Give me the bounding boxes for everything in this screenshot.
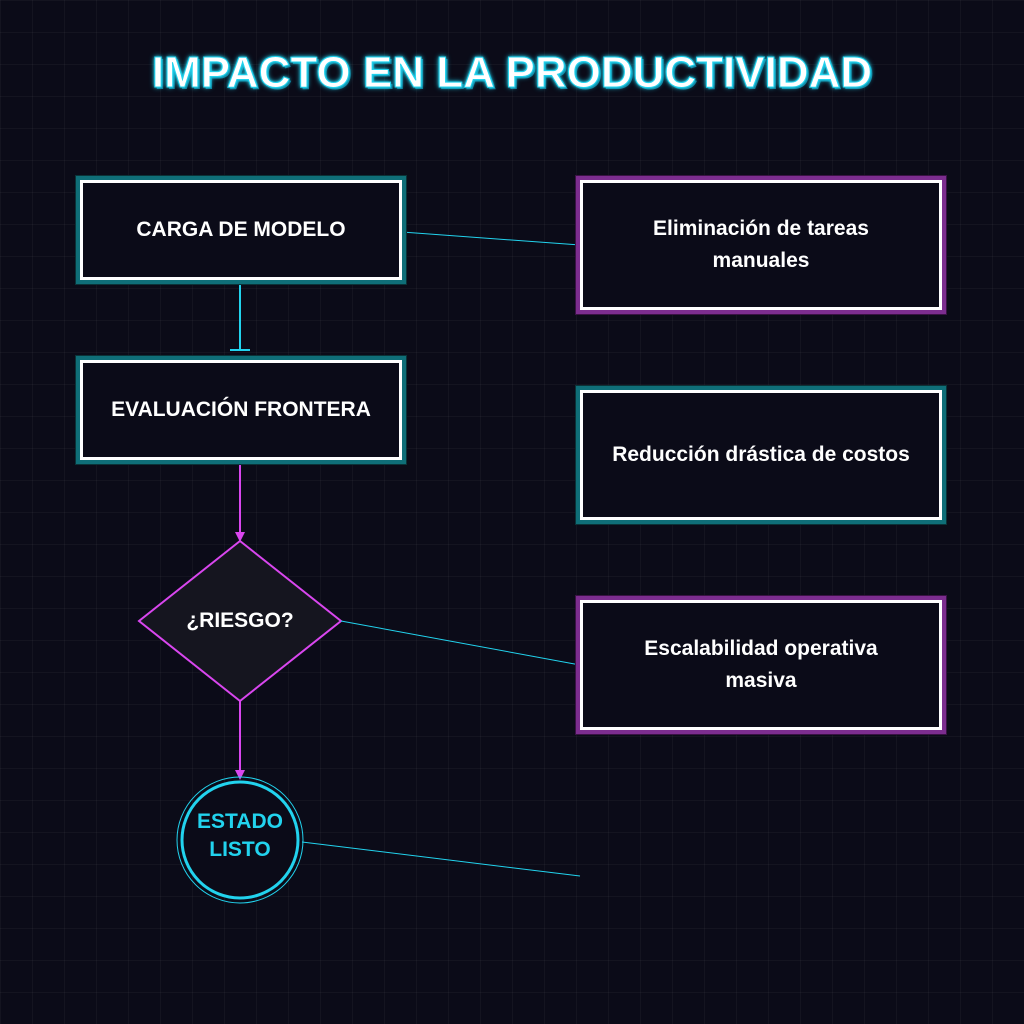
impact-manual-tasks: Eliminación de tareas manuales bbox=[580, 180, 942, 310]
impact-scalability-label: Escalabilidad operativa masiva bbox=[644, 637, 878, 692]
ready-state-outer-ring bbox=[176, 776, 304, 904]
risk-decision-label: ¿RIESGO? bbox=[186, 609, 294, 632]
diagram-title: IMPACTO EN LA PRODUCTIVIDAD bbox=[151, 48, 873, 98]
link-ready-to-right bbox=[301, 841, 581, 877]
step-evaluate-frontier-label: EVALUACIÓN FRONTERA bbox=[111, 398, 371, 421]
impact-scalability: Escalabilidad operativa masiva bbox=[580, 600, 942, 730]
ready-state-circle bbox=[180, 780, 300, 900]
step-load-model-label: CARGA DE MODELO bbox=[136, 218, 346, 241]
step-load-model: CARGA DE MODELO bbox=[80, 180, 402, 280]
step-evaluate-frontier: EVALUACIÓN FRONTERA bbox=[80, 360, 402, 460]
impact-cost-reduction: Reducción drástica de costos bbox=[580, 390, 942, 520]
impact-manual-tasks-label: Eliminación de tareas manuales bbox=[653, 217, 869, 272]
link-risk-to-impact3 bbox=[340, 620, 581, 666]
link-load-to-impact1 bbox=[401, 231, 581, 246]
impact-cost-reduction-label: Reducción drástica de costos bbox=[612, 443, 910, 466]
ready-state-label: ESTADO LISTO bbox=[197, 810, 283, 861]
